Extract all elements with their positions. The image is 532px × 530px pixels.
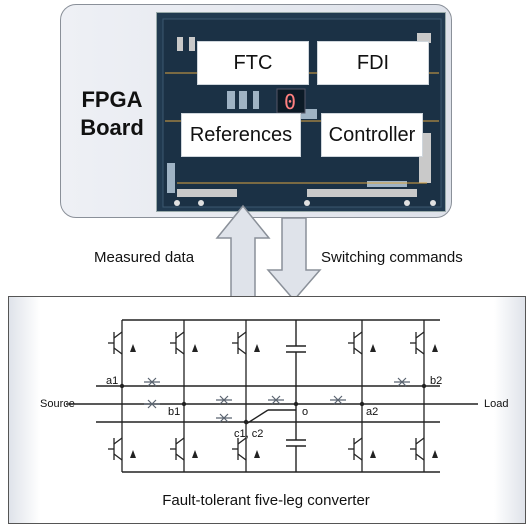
data-flow-arrows bbox=[215, 204, 322, 300]
controller-block: Controller bbox=[321, 113, 423, 157]
fpga-label-line1: FPGA bbox=[81, 87, 143, 112]
load-label: Load bbox=[484, 398, 509, 410]
switching-commands-arrow bbox=[266, 217, 322, 300]
node-c1c2-label: c1, c2 bbox=[234, 428, 264, 440]
node-b2-label: b2 bbox=[430, 375, 443, 387]
fpga-board-image: 0 FTC FDI References Controller bbox=[156, 12, 446, 212]
source-label: Source bbox=[40, 398, 75, 410]
seven-segment-display: 0 bbox=[284, 90, 296, 114]
node-b1-label: b1 bbox=[168, 406, 181, 418]
node-a1-label: a1 bbox=[106, 375, 119, 387]
node-a2-label: a2 bbox=[366, 406, 379, 418]
five-leg-converter-circuit bbox=[66, 319, 478, 473]
measured-data-label: Measured data bbox=[94, 249, 195, 266]
references-block: References bbox=[181, 113, 301, 157]
fdi-block: FDI bbox=[317, 41, 429, 85]
ftc-block: FTC bbox=[197, 41, 309, 85]
fpga-label-line2: Board bbox=[80, 115, 144, 140]
converter-title: Fault-tolerant five-leg converter bbox=[162, 492, 370, 509]
measured-data-arrow bbox=[215, 204, 271, 299]
switching-commands-label: Switching commands bbox=[321, 249, 463, 266]
fpga-board-label: FPGA Board bbox=[72, 86, 152, 142]
node-o-label: o bbox=[302, 406, 309, 418]
